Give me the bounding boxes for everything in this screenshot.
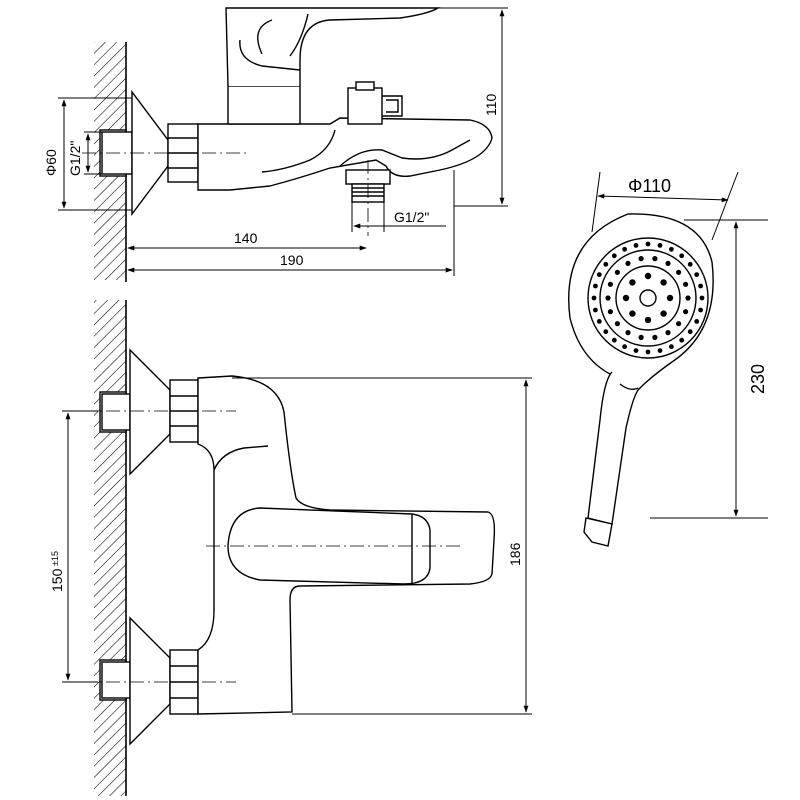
nozzle-dot	[660, 310, 667, 317]
nozzle-dot	[699, 295, 705, 301]
nozzle-dot	[645, 241, 651, 247]
nozzle-dot	[622, 246, 627, 252]
nozzle-dots	[591, 241, 705, 355]
dim-190-label: 190	[280, 252, 304, 268]
nozzle-dot	[644, 272, 652, 280]
nozzle-dot	[607, 281, 614, 287]
shower-head	[568, 171, 768, 547]
nozzle-dot	[698, 283, 703, 289]
nozzle-dot	[633, 243, 639, 248]
nozzle-dot	[611, 337, 617, 343]
nozzle-dot	[665, 330, 671, 336]
nozzle-dot	[676, 269, 682, 275]
nozzle-dot	[629, 279, 636, 286]
dim-186-lines	[232, 377, 532, 715]
dim-230-label: 230	[748, 364, 768, 394]
upper-inlet	[101, 348, 199, 476]
nozzle-dot	[669, 344, 674, 350]
dim-110-label: 110	[483, 93, 499, 116]
front-view	[62, 300, 532, 796]
dim-190-lines	[127, 170, 455, 276]
lower-inlet	[101, 616, 199, 746]
nozzle-dot	[622, 294, 630, 302]
nozzle-dot	[669, 246, 674, 252]
nozzle-dot	[596, 272, 602, 277]
nozzle-dot	[638, 256, 644, 262]
nozzle-dot	[687, 261, 693, 267]
nozzle-dot	[676, 321, 682, 327]
nozzle-dot	[683, 281, 689, 287]
dim-g12-inlet-lines	[84, 131, 104, 175]
dim-g12-outlet-lines	[351, 202, 446, 232]
nozzle-dot	[645, 349, 651, 355]
dim-140-label: 140	[234, 230, 258, 246]
nozzle-dot	[611, 253, 617, 259]
nozzle-dot	[694, 319, 700, 324]
nozzle-dot	[679, 337, 685, 343]
nozzle-dot	[644, 316, 652, 324]
nozzle-dot	[685, 295, 691, 301]
nozzle-dot	[603, 261, 609, 267]
dim-phi60-label: Φ60	[43, 149, 59, 176]
dim-phi110-label: Φ110	[628, 176, 671, 196]
dim-230-lines	[650, 219, 768, 519]
dim-110-lines	[438, 7, 508, 207]
nozzle-dot	[593, 307, 598, 313]
shower-connector	[583, 517, 613, 547]
nozzle-dot	[657, 348, 663, 353]
nozzle-dot	[593, 283, 598, 289]
dim-g12-inlet-label: G1/2"	[67, 141, 83, 176]
nozzle-dot	[652, 256, 658, 262]
wall-hatch-bottom	[94, 300, 126, 796]
nozzle-dot	[633, 348, 639, 353]
nozzle-dot	[698, 307, 703, 313]
nozzle-dot	[683, 309, 689, 315]
nozzle-dot	[605, 295, 611, 301]
nozzle-dot	[666, 294, 674, 302]
dim-150-label-group: 150 ±15	[49, 551, 65, 592]
nozzle-dot	[607, 309, 614, 315]
nozzle-dot	[625, 330, 631, 336]
dim-150-label: 150	[49, 568, 65, 592]
dim-150-tolerance: ±15	[50, 551, 60, 566]
nozzle-dot	[614, 321, 621, 327]
nozzle-dot	[591, 295, 597, 301]
diverter-knob	[347, 81, 403, 125]
dim-g12-outlet-label: G1/2"	[394, 209, 429, 225]
dim-186-label: 186	[507, 542, 523, 566]
nozzle-dot	[665, 260, 671, 266]
lever-handle-side	[225, 7, 441, 125]
nozzle-dot	[657, 243, 663, 248]
mixer-body-side	[197, 117, 493, 191]
nozzle-dot	[629, 310, 636, 317]
dim-150-lines	[62, 410, 98, 683]
dim-phi60-lines	[58, 97, 132, 211]
nozzle-dot	[622, 344, 627, 350]
shower-handle	[587, 371, 641, 525]
nozzle-dot	[625, 260, 631, 266]
nozzle-dot	[638, 334, 644, 340]
nozzle-dot	[679, 253, 685, 259]
side-view	[58, 7, 508, 282]
dim-phi110-lines	[591, 171, 739, 241]
nozzle-dot	[694, 272, 700, 277]
nozzle-dot	[660, 279, 667, 286]
nozzle-dot	[687, 329, 693, 335]
nozzle-dot	[596, 319, 602, 324]
nozzle-dot	[652, 334, 658, 340]
nozzle-dot	[603, 329, 609, 335]
nozzle-dot	[614, 269, 621, 275]
